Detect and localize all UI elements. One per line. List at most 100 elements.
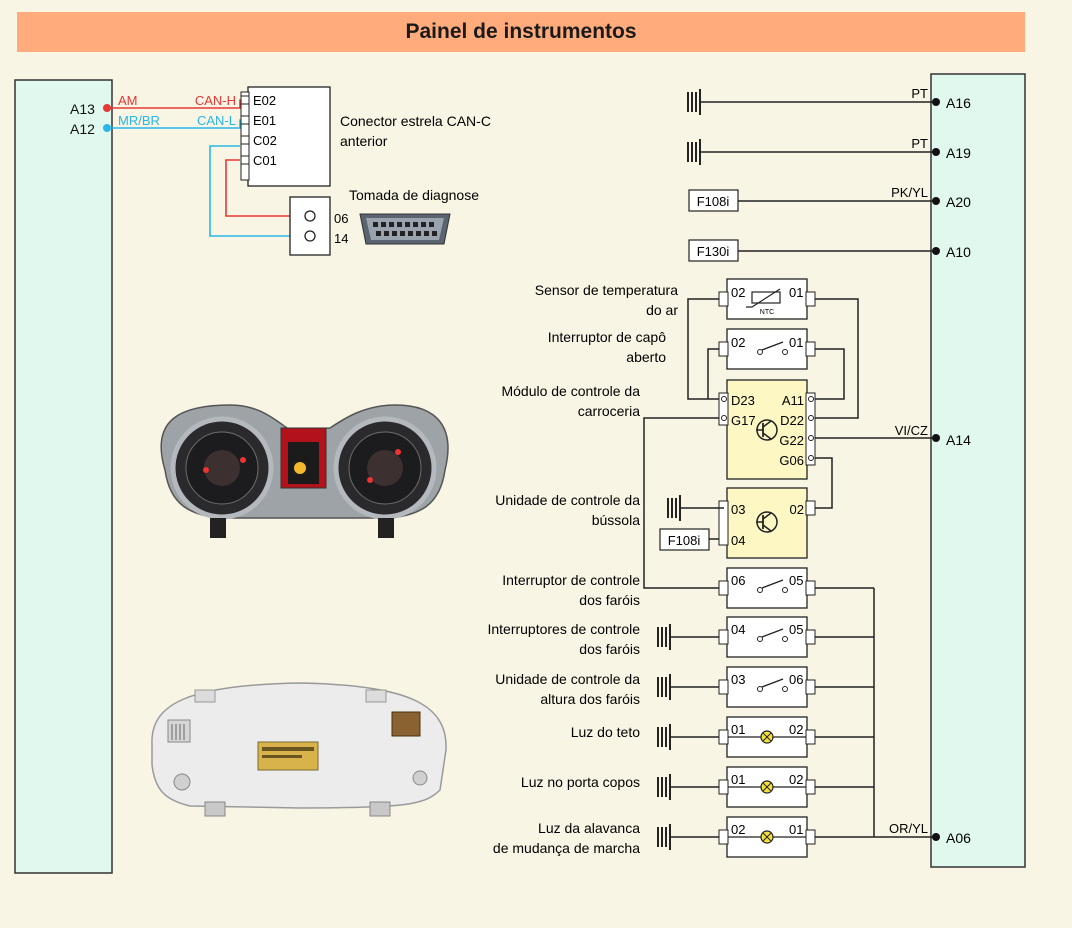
sensor-temp-pin-right: 01 <box>789 285 803 300</box>
ground-icon <box>657 773 671 801</box>
compass-module: 03 04 02 <box>718 487 816 559</box>
can-h-label: CAN-H <box>195 93 236 108</box>
bcm-label-2: carroceria <box>578 403 640 419</box>
pin-a13-dot <box>103 104 111 112</box>
wire-mrbr-label: MR/BR <box>118 113 160 128</box>
page-title: Painel de instrumentos <box>405 20 637 43</box>
pin-a14-label: A14 <box>946 432 971 448</box>
leveling-unit-label-1: Unidade de controle da <box>495 671 640 687</box>
right-pin-dots <box>932 98 940 841</box>
ground-icon <box>687 138 701 166</box>
ntc-label: NTC <box>760 309 774 316</box>
sensor-temp-label-1: Sensor de temperatura <box>535 282 678 298</box>
compass-pin-04: 04 <box>731 533 745 548</box>
diag-socket: 06 14 <box>289 196 348 256</box>
diag-pin-06: 06 <box>334 211 348 226</box>
sensor-temp-pin-left: 02 <box>731 285 745 300</box>
pin-a16-label: A16 <box>946 95 971 111</box>
hood-switch-label-2: aberto <box>626 349 666 365</box>
fuse-f108i-box <box>688 189 739 212</box>
headlamp-switch-label-1: Interruptor de controle <box>502 572 640 588</box>
sensor-temp-label-2: do ar <box>646 302 678 318</box>
compass-fuse-label: F108i <box>668 533 701 548</box>
leveling-unit-pin-right: 06 <box>789 672 803 687</box>
ground-icon <box>657 823 671 851</box>
title-bar: Painel de instrumentos <box>17 12 1025 52</box>
ground-icon <box>667 494 681 522</box>
ground-icon <box>687 88 701 116</box>
diag-pin-14: 14 <box>334 231 348 246</box>
can-star-connector: E02 E01 C02 C01 <box>240 86 331 187</box>
wire-pt-label-2: PT <box>911 136 928 151</box>
hood-switch-pin-right: 01 <box>789 335 803 350</box>
headlamp-control-switches: 04 05 <box>718 616 816 658</box>
pin-a12-dot <box>103 124 111 132</box>
ground-icon <box>657 673 671 701</box>
leveling-unit-label-2: altura dos faróis <box>540 691 640 707</box>
shifter-light-pin-left: 02 <box>731 822 745 837</box>
instrument-panel-body <box>14 79 113 874</box>
hood-switch-pin-left: 02 <box>731 335 745 350</box>
bcm-pin-g22: G22 <box>779 433 804 448</box>
pin-a10-label: A10 <box>946 244 971 260</box>
bcm-pin-d22: D22 <box>780 413 804 428</box>
headlamp-switches-pin-left: 04 <box>731 622 745 637</box>
instrument-cluster-front-image <box>160 404 449 538</box>
leveling-unit-pin-left: 03 <box>731 672 745 687</box>
headlamp-switches-label-1: Interruptores de controle <box>487 621 640 637</box>
cupholder-light-pin-right: 02 <box>789 772 803 787</box>
can-pin-c02: C02 <box>253 133 277 148</box>
headlamp-switch-pin-right: 05 <box>789 573 803 588</box>
instrument-panel-connector-block <box>930 73 1026 868</box>
pin-a19-label: A19 <box>946 145 971 161</box>
headlamp-leveling-unit: 03 06 <box>718 666 816 708</box>
compass-pin-03: 03 <box>731 502 745 517</box>
cupholder-light: 01 02 <box>718 766 816 808</box>
wire-pt-label-1: PT <box>911 86 928 101</box>
wire-pkyl-label: PK/YL <box>891 185 928 200</box>
cupholder-light-label: Luz no porta copos <box>521 774 640 790</box>
can-pin-e01: E01 <box>253 113 276 128</box>
shifter-light-label-2: de mudança de marcha <box>493 840 640 856</box>
bcm-label-1: Módulo de controle da <box>501 383 640 399</box>
shifter-light-label-1: Luz da alavanca <box>538 820 640 836</box>
headlamp-switches-pin-right: 05 <box>789 622 803 637</box>
bcm-pin-g17: G17 <box>731 413 756 428</box>
obd-connector-icon <box>359 213 451 245</box>
headlamp-switch-pin-left: 06 <box>731 573 745 588</box>
fuse-f108i-label: F108i <box>697 194 730 209</box>
wire-oryl-label: OR/YL <box>889 821 928 836</box>
wire-vicz-label: VI/CZ <box>895 423 928 438</box>
diag-socket-label: Tomada de diagnose <box>349 187 479 203</box>
transistor-icon <box>756 511 778 533</box>
bcm-pin-d23: D23 <box>731 393 755 408</box>
can-connector-label-2: anterior <box>340 133 388 149</box>
headlamp-switches-label-2: dos faróis <box>579 641 640 657</box>
pin-a20-label: A20 <box>946 194 971 210</box>
rail-wires <box>643 101 936 838</box>
ground-icon <box>657 623 671 651</box>
compass-label-1: Unidade de controle da <box>495 492 640 508</box>
instrument-cluster-back-image <box>151 682 447 817</box>
compass-label-2: bússola <box>592 512 640 528</box>
ground-icon <box>657 723 671 751</box>
body-control-module: D23 G17 A11 D22 G22 G06 <box>718 379 816 480</box>
compass-pin-02: 02 <box>790 502 804 517</box>
wire-am-label: AM <box>118 93 138 108</box>
hood-switch-label-1: Interruptor de capô <box>548 329 667 345</box>
pin-a06-label: A06 <box>946 830 971 846</box>
shifter-light-pin-right: 01 <box>789 822 803 837</box>
pin-a13-label: A13 <box>70 101 95 117</box>
dome-light-label: Luz do teto <box>571 724 640 740</box>
can-l-label: CAN-L <box>197 113 236 128</box>
headlamp-switch-label-2: dos faróis <box>579 592 640 608</box>
cupholder-light-pin-left: 01 <box>731 772 745 787</box>
headlamp-control-switch: 06 05 <box>718 567 816 609</box>
fuse-f130i-label: F130i <box>697 244 730 259</box>
dome-light-pin-right: 02 <box>789 722 803 737</box>
air-temp-sensor: NTC 02 01 <box>718 278 816 320</box>
bcm-pin-dots <box>721 396 814 461</box>
can-pin-c01: C01 <box>253 153 277 168</box>
hood-switch: 02 01 <box>718 328 816 370</box>
dome-light-pin-left: 01 <box>731 722 745 737</box>
